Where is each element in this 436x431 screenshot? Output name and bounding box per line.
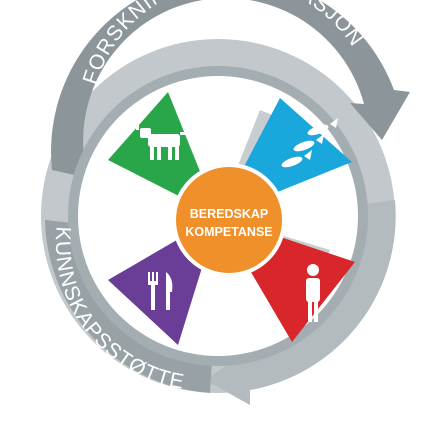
center-label-line2: KOMPETANSE — [185, 225, 272, 239]
center-label-line1: BEREDSKAP — [190, 207, 269, 221]
cow-icon — [136, 124, 186, 160]
center-circle — [172, 163, 286, 277]
person-icon — [306, 264, 320, 322]
ring-arrow-right — [205, 200, 396, 405]
fork-knife-icon — [148, 272, 173, 310]
fish-icon — [281, 118, 338, 168]
